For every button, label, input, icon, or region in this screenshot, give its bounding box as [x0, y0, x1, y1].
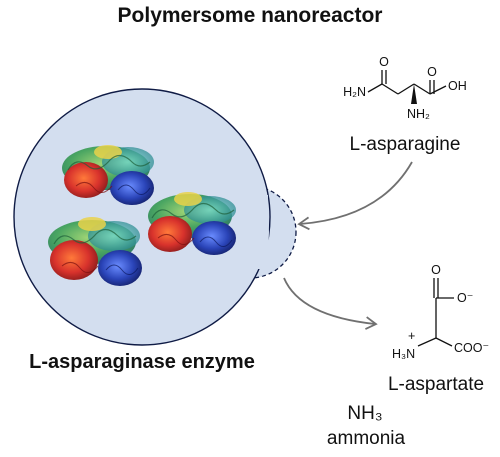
- asparagine-hydroxyl: OH: [448, 79, 467, 93]
- enzyme-structure-3: [148, 192, 236, 255]
- product-outflow-arrow: [283, 277, 378, 330]
- enzyme-label: L-asparaginase enzyme: [29, 351, 255, 373]
- aspartate-positive-charge: +: [408, 329, 415, 343]
- substrate-inflow-arrow: [297, 161, 413, 231]
- asparagine-amine: NH₂: [407, 107, 430, 121]
- diagram-title: Polymersome nanoreactor: [118, 4, 383, 27]
- aspartate-structure: O O⁻ H₃N + COO⁻: [392, 263, 489, 361]
- aspartate-ammonium: H₃N: [392, 347, 415, 361]
- aspartate-carbonyl-oxygen: O: [431, 263, 441, 277]
- aspartate-carboxylate: COO⁻: [454, 341, 489, 355]
- product-name: L-aspartate: [388, 374, 484, 395]
- byproduct-formula: NH₃: [347, 403, 382, 424]
- enzyme-structure-2: [48, 217, 142, 286]
- byproduct-name: ammonia: [327, 428, 406, 449]
- asparagine-acid-oxygen: O: [427, 65, 437, 79]
- asparagine-amide-nitrogen: H₂N: [343, 85, 366, 99]
- aspartate-carboxylate-oxygen: O⁻: [457, 291, 473, 305]
- asparagine-structure: H₂N O O OH NH₂: [343, 55, 467, 121]
- enzyme-structure-1: [62, 145, 154, 205]
- substrate-name: L-asparagine: [350, 134, 461, 155]
- asparagine-amide-oxygen: O: [379, 55, 389, 69]
